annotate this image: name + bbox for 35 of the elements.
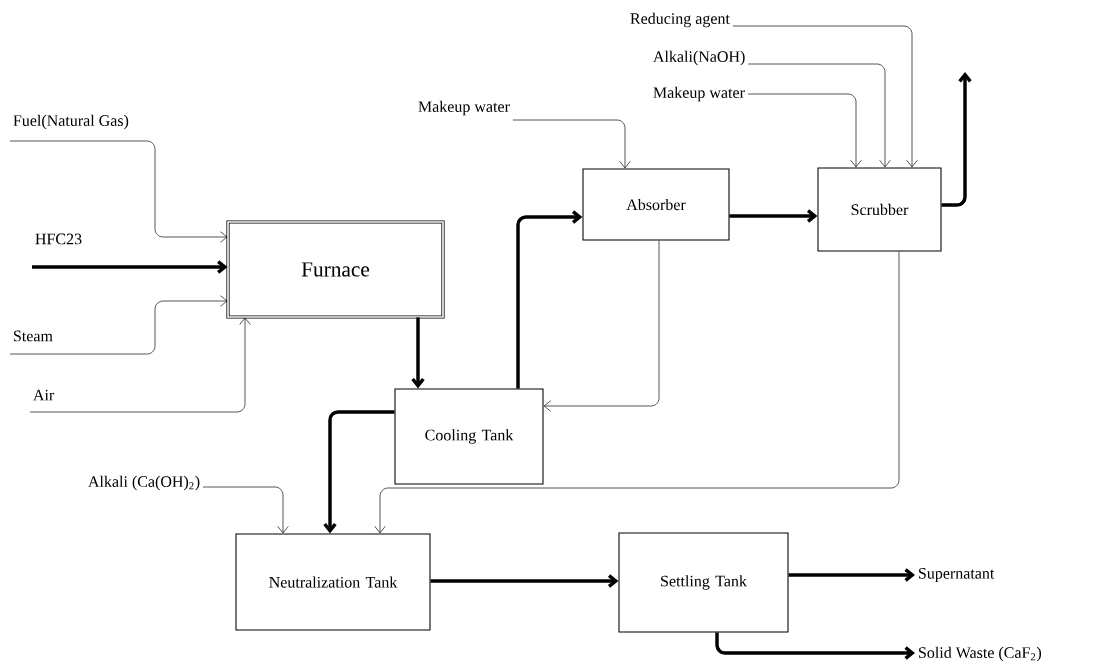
flow-arrow [9,295,228,355]
flow-arrow [323,410,395,534]
flow-arrow [516,210,583,389]
process-box: Cooling Tank [394,388,544,485]
flow-arrow [32,260,228,274]
flow-arrow [543,240,660,412]
process-box: Scrubber [817,167,942,252]
stream-label: Reducing agent [630,12,730,28]
stream-label: Makeup water [653,86,745,102]
flow-arrow [732,25,918,168]
stream-label: Alkali (Ca(OH)$_{2}$) [88,475,200,491]
flow-arrow [729,209,818,223]
process-box: Settling Tank [618,532,789,633]
flow-arrow [202,486,289,534]
flow-arrow [512,119,631,169]
stream-label: Supernatant [919,568,995,582]
flow-arrow [29,317,251,413]
stream-label: Makeup water [418,100,510,116]
stream-label: Solid Waste (CaF$_{2}$) [919,646,1042,662]
flow-arrow [411,317,425,389]
flow-arrow [747,63,891,168]
stream-label: Air [33,389,55,401]
stream-label: Fuel(Natural Gas) [13,114,129,130]
flow-arrow [9,140,228,243]
stream-label: HFC23 [35,233,82,245]
flow-arrow [430,574,619,588]
process-box: Neutralization Tank [235,533,431,631]
flow-arrow [747,93,862,168]
flow-arrow [788,568,915,582]
stream-label: Steam [14,330,53,342]
stream-label: Alkali(NaOH) [653,50,745,66]
process-box: Absorber [582,168,730,241]
flow-arrow [941,72,972,207]
flow-arrow [374,251,900,534]
process-box: Furnace [226,220,445,319]
